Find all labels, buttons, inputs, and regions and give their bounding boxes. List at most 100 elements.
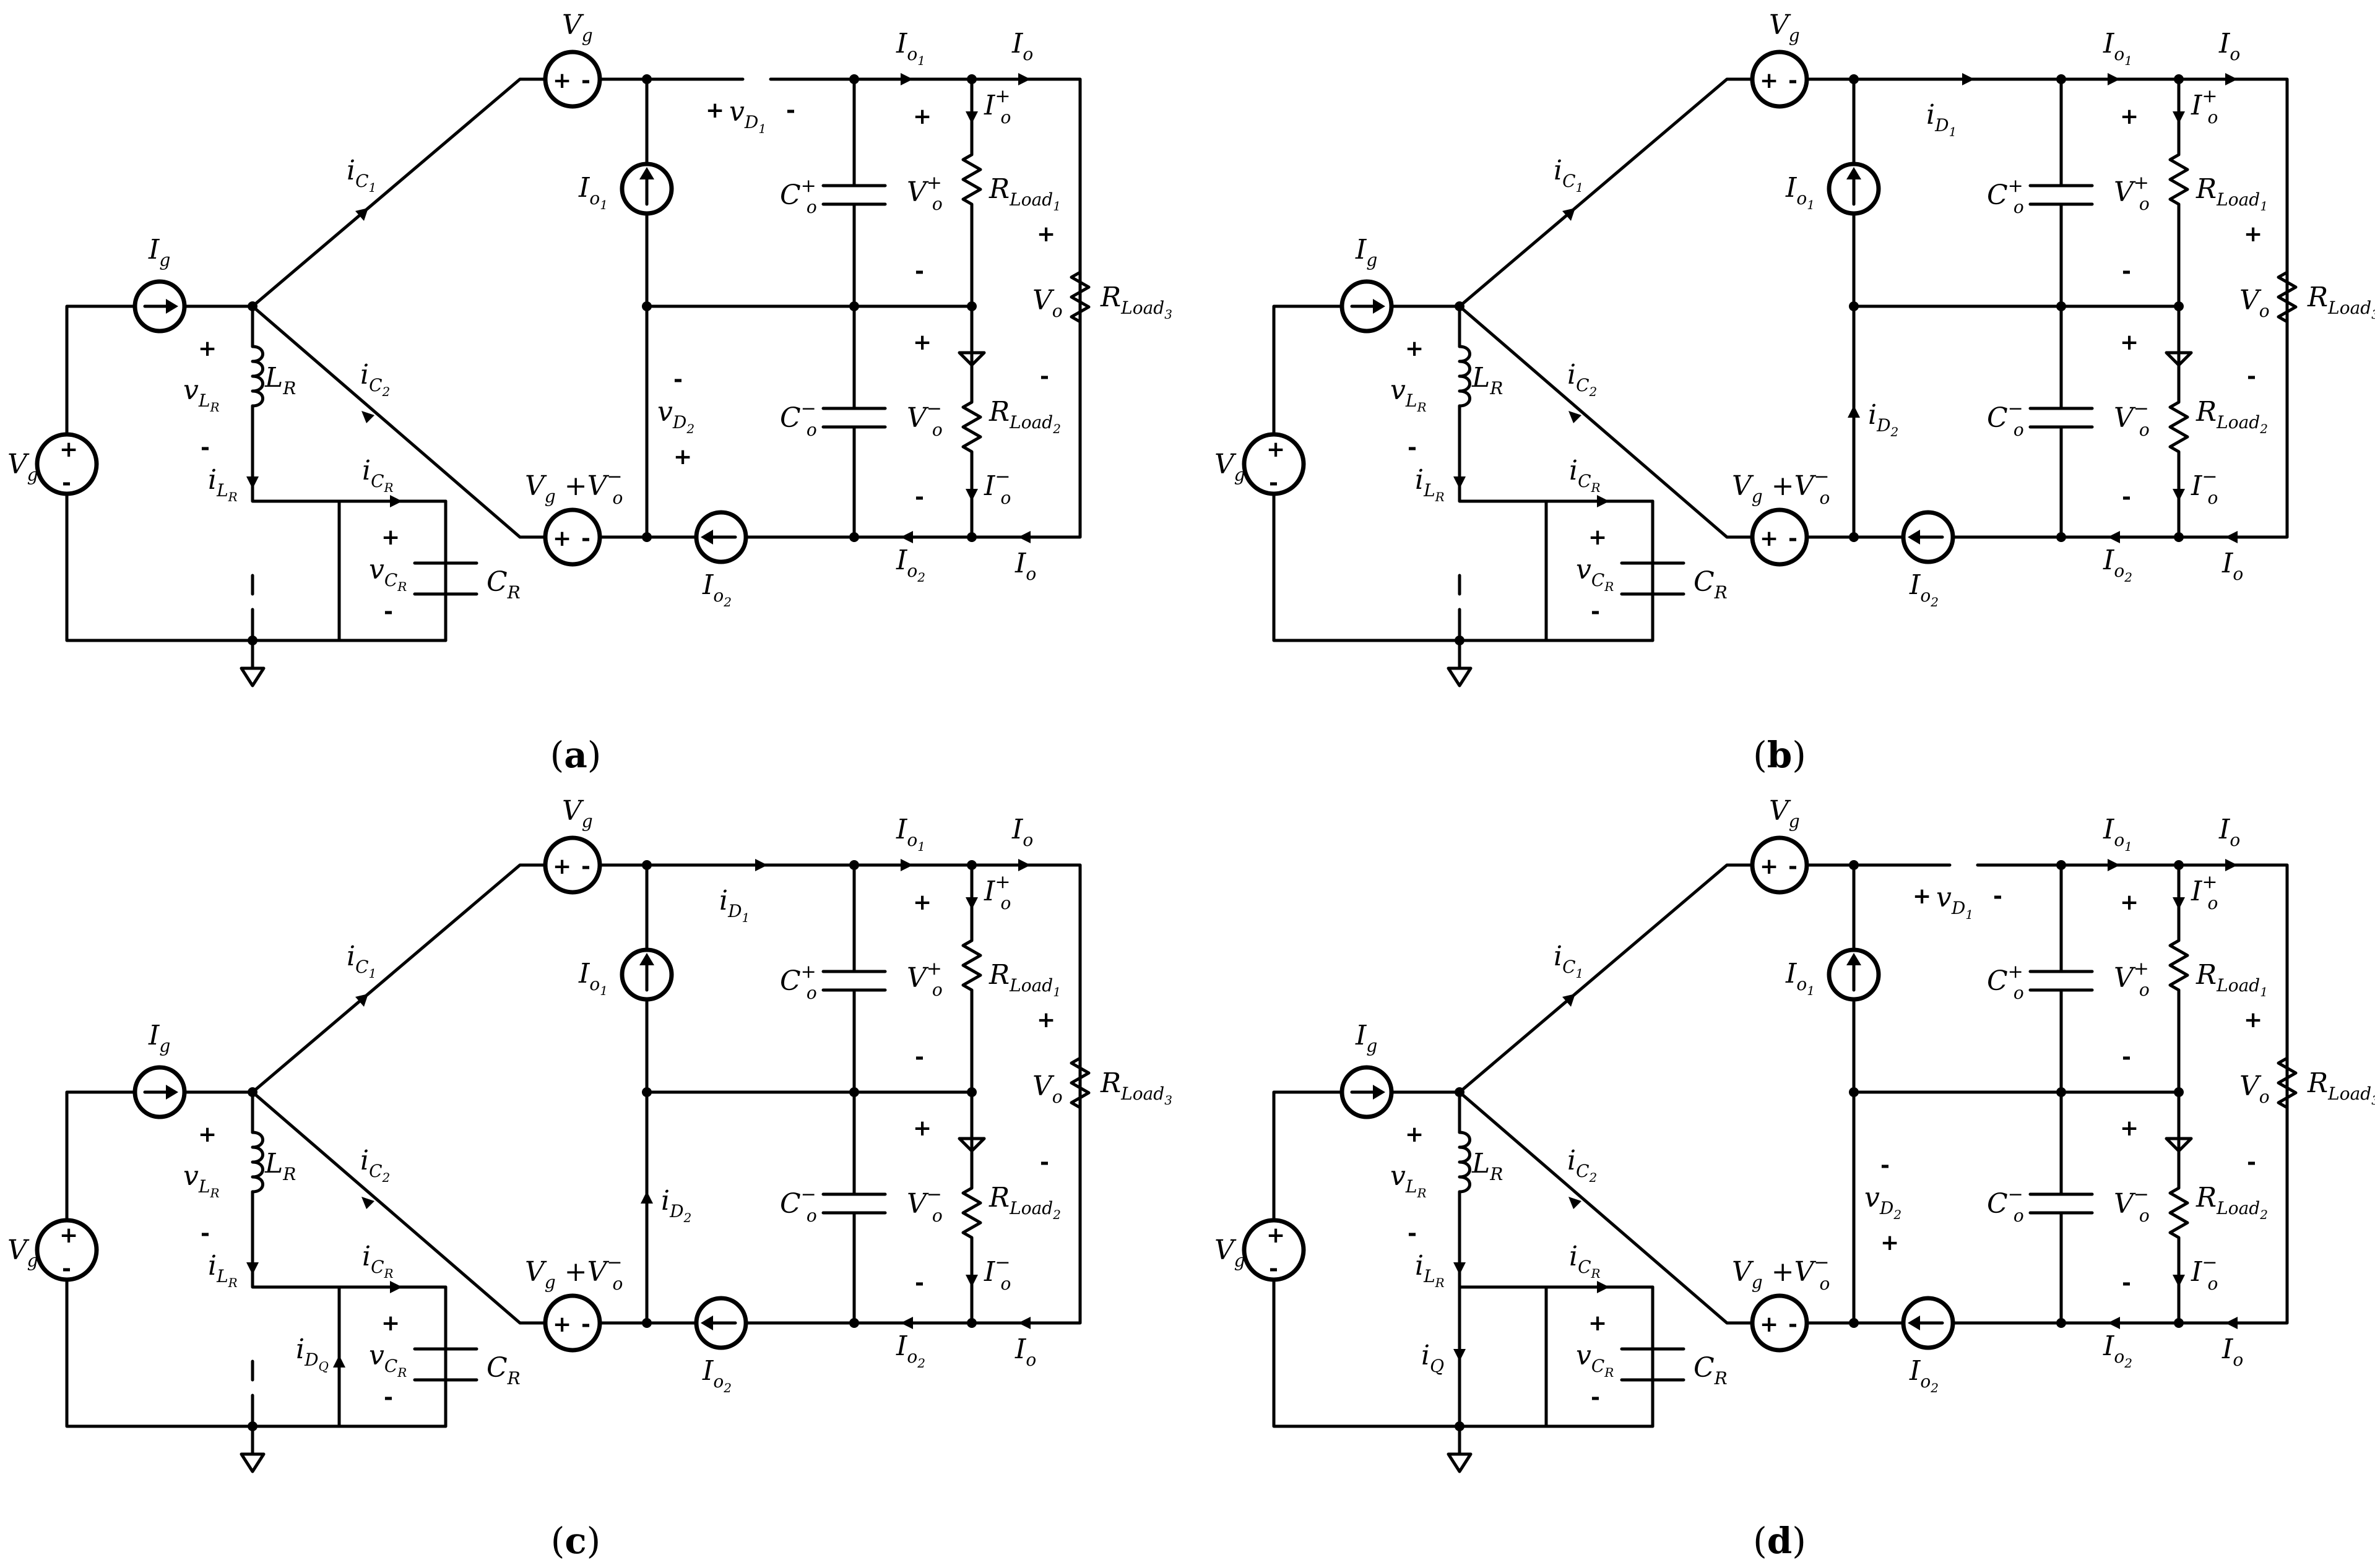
- b-vcr-label: vCR: [1576, 554, 1614, 594]
- d-vo-minus: -: [2247, 1150, 2256, 1175]
- d-rl1-label: RLoad1: [2195, 959, 2268, 999]
- d-iom-label: I−o: [2191, 1252, 2218, 1294]
- d-ig-label: Ig: [1355, 1020, 1377, 1056]
- c-rl1-label: RLoad1: [989, 959, 1061, 999]
- a-rl3-label: RLoad3: [1100, 282, 1172, 322]
- d-vcr-label: vCR: [1576, 1340, 1614, 1380]
- b-vom-label: V−o: [2114, 398, 2150, 440]
- d-vom-plus: +: [2120, 1116, 2139, 1141]
- c-lr-label: LR: [264, 1148, 296, 1184]
- b-vom-plus: +: [2120, 330, 2139, 355]
- b-cr-label: CR: [1694, 566, 1728, 603]
- c-vlr-plus: +: [198, 1122, 217, 1147]
- b-vop-plus: +: [2120, 104, 2139, 129]
- a-vop-label: V+o: [907, 172, 943, 214]
- a-vo-plus: +: [1037, 222, 1055, 247]
- d-rl2-label: RLoad2: [2195, 1182, 2268, 1222]
- a-vcr-label: vCR: [369, 554, 407, 594]
- d-cop-label: C+o: [1987, 961, 2024, 1003]
- d-io-top-label: Io: [2218, 814, 2240, 850]
- d-io2-rail-label: Io2: [2103, 1330, 2132, 1371]
- d-vo-plus: +: [2244, 1007, 2262, 1033]
- d-vd1-minus: -: [1993, 884, 2002, 909]
- b-ig-label: Ig: [1355, 234, 1377, 270]
- c-iop-label: I+o: [984, 871, 1011, 913]
- c-ilr-label: iLR: [208, 1250, 238, 1290]
- a-vd2-plus: +: [673, 444, 692, 470]
- c-rl2-label: RLoad2: [989, 1182, 1061, 1222]
- b-vop-minus: -: [2122, 259, 2131, 284]
- d-ic2-label: iC2: [1567, 1145, 1597, 1185]
- b-vop-label: V+o: [2114, 172, 2150, 214]
- b-ilr-label: iLR: [1415, 464, 1445, 504]
- a-io2-src-label: Io2: [702, 569, 732, 610]
- d-vo-label: Vo: [2239, 1070, 2270, 1107]
- b-lr-label: LR: [1471, 362, 1503, 398]
- a-iop-label: I+o: [984, 85, 1011, 127]
- a-vd1-plus: +: [706, 98, 724, 123]
- b-com-label: C−o: [1987, 398, 2024, 440]
- d-vlr-plus: +: [1405, 1122, 1424, 1147]
- c-vo-label: Vo: [1032, 1070, 1063, 1107]
- a-lr-label: LR: [264, 362, 296, 398]
- c-io-bot-label: Io: [1014, 1333, 1036, 1370]
- c-rl3-label: RLoad3: [1100, 1067, 1172, 1108]
- c-io1-src-label: Io1: [578, 958, 608, 998]
- a-io-top-label: Io: [1011, 28, 1033, 64]
- b-io2-rail-label: Io2: [2103, 545, 2132, 585]
- a-io1-src-label: Io1: [578, 172, 608, 212]
- d-ilr-label: iLR: [1415, 1250, 1445, 1290]
- d-vop-plus: +: [2120, 890, 2139, 915]
- c-vop-plus: +: [913, 890, 932, 915]
- d-vd2-minus: -: [1880, 1153, 1890, 1178]
- a-vom-minus: -: [915, 485, 924, 510]
- c-io-top-label: Io: [1011, 814, 1033, 850]
- d-vgvo-label: Vg +V−o: [1732, 1252, 1830, 1294]
- b-ic2-label: iC2: [1567, 359, 1597, 399]
- a-rl2-label: RLoad2: [989, 396, 1061, 436]
- panel-d: [1244, 838, 2296, 1471]
- d-vcr-plus: +: [1588, 1311, 1607, 1336]
- c-io2-src-label: Io2: [702, 1355, 732, 1395]
- d-vg-label: Vg: [1214, 1234, 1245, 1271]
- d-vop-minus: -: [2122, 1045, 2131, 1070]
- b-vo-plus: +: [2244, 222, 2262, 247]
- b-cop-label: C+o: [1987, 175, 2024, 217]
- d-com-label: C−o: [1987, 1184, 2024, 1226]
- a-cr-label: CR: [487, 566, 521, 603]
- a-ic2-label: iC2: [360, 359, 390, 399]
- b-vgvo-label: Vg +V−o: [1732, 466, 1830, 508]
- c-com-label: C−o: [780, 1184, 817, 1226]
- b-io-bot-label: Io: [2221, 548, 2243, 584]
- d-vop-label: V+o: [2114, 958, 2150, 1000]
- d-vd2-plus: +: [1880, 1230, 1899, 1256]
- c-vlr-label: vLR: [183, 1160, 220, 1200]
- c-vop-minus: -: [915, 1045, 924, 1070]
- a-vd1-label: vD1: [729, 96, 766, 136]
- a-ilr-label: iLR: [208, 464, 238, 504]
- a-vo-minus: -: [1040, 364, 1049, 389]
- b-rl3-label: RLoad3: [2307, 282, 2375, 322]
- a-vlr-minus: -: [201, 435, 210, 460]
- b-vg-label: Vg: [1214, 449, 1245, 485]
- b-vlr-plus: +: [1405, 336, 1424, 361]
- caption-c: (c): [551, 1520, 601, 1562]
- a-vcr-minus: -: [384, 599, 393, 624]
- a-vd2-label: vD2: [657, 396, 694, 436]
- b-rl1-label: RLoad1: [2195, 173, 2268, 213]
- c-ic1-label: iC1: [347, 941, 376, 981]
- c-vom-label: V−o: [907, 1184, 943, 1226]
- d-ic1-label: iC1: [1554, 941, 1583, 981]
- b-icr-label: iCR: [1569, 455, 1601, 495]
- c-vom-minus: -: [915, 1270, 924, 1296]
- b-vo-label: Vo: [2239, 285, 2270, 321]
- c-vop-label: V+o: [907, 958, 943, 1000]
- c-vlr-minus: -: [201, 1221, 210, 1246]
- c-id2-label: iD2: [661, 1185, 691, 1225]
- d-io1-src-label: Io1: [1785, 958, 1815, 998]
- c-vgvo-label: Vg +V−o: [525, 1252, 623, 1294]
- b-id2-label: iD2: [1868, 399, 1898, 439]
- b-rl2-label: RLoad2: [2195, 396, 2268, 436]
- d-io1-rail-label: Io1: [2103, 814, 2132, 854]
